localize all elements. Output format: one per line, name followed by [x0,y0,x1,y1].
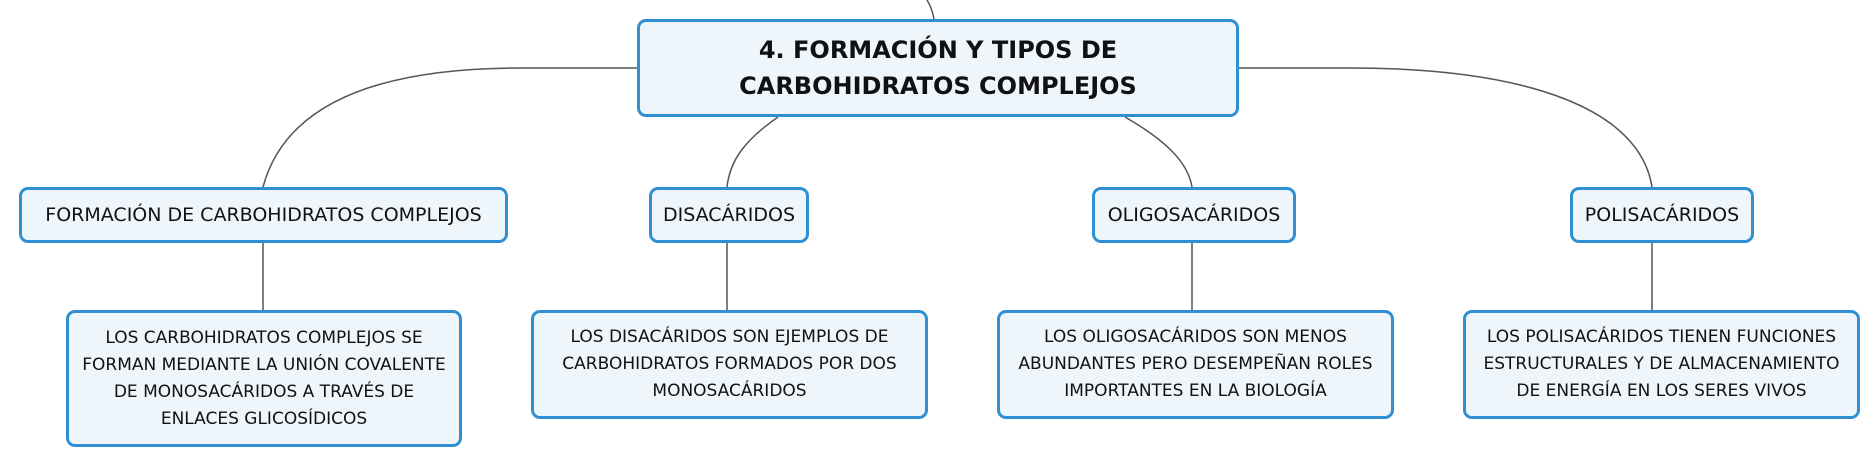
connector-root-to-disacaridos [726,116,779,188]
connector-root-to-formacion [262,67,637,188]
connector-root-to-polisacaridos [1239,67,1653,188]
detail-polisacaridos-text: LOS POLISACÁRIDOS TIENEN FUNCIONES ESTRU… [1483,327,1840,401]
topic-formacion-node[interactable]: FORMACIÓN DE CARBOHIDRATOS COMPLEJOS [19,187,508,243]
root-topic-node[interactable]: 4. FORMACIÓN Y TIPOS DE CARBOHIDRATOS CO… [637,19,1239,117]
detail-formacion-text: LOS CARBOHIDRATOS COMPLEJOS SE FORMAN ME… [82,327,446,429]
connector-root-to-oligosacaridos [1124,116,1193,188]
topic-polisacaridos-label: POLISACÁRIDOS [1584,204,1740,226]
detail-oligosacaridos-text: LOS OLIGOSACÁRIDOS SON MENOS ABUNDANTES … [1018,327,1373,401]
topic-polisacaridos-node[interactable]: POLISACÁRIDOS [1570,187,1754,243]
topic-oligosacaridos-label: OLIGOSACÁRIDOS [1107,204,1281,226]
topic-disacaridos-label: DISACÁRIDOS [662,204,796,226]
topic-oligosacaridos-node[interactable]: OLIGOSACÁRIDOS [1092,187,1296,243]
topic-disacaridos-node[interactable]: DISACÁRIDOS [649,187,809,243]
detail-polisacaridos-node[interactable]: LOS POLISACÁRIDOS TIENEN FUNCIONES ESTRU… [1463,310,1860,419]
topic-formacion-label: FORMACIÓN DE CARBOHIDRATOS COMPLEJOS [45,204,482,226]
connector-parent-to-root [926,0,935,20]
detail-oligosacaridos-node[interactable]: LOS OLIGOSACÁRIDOS SON MENOS ABUNDANTES … [997,310,1394,419]
root-topic-title: 4. FORMACIÓN Y TIPOS DE CARBOHIDRATOS CO… [739,36,1137,100]
detail-formacion-node[interactable]: LOS CARBOHIDRATOS COMPLEJOS SE FORMAN ME… [66,310,462,447]
detail-disacaridos-node[interactable]: LOS DISACÁRIDOS SON EJEMPLOS DE CARBOHID… [531,310,928,419]
detail-disacaridos-text: LOS DISACÁRIDOS SON EJEMPLOS DE CARBOHID… [562,327,897,401]
